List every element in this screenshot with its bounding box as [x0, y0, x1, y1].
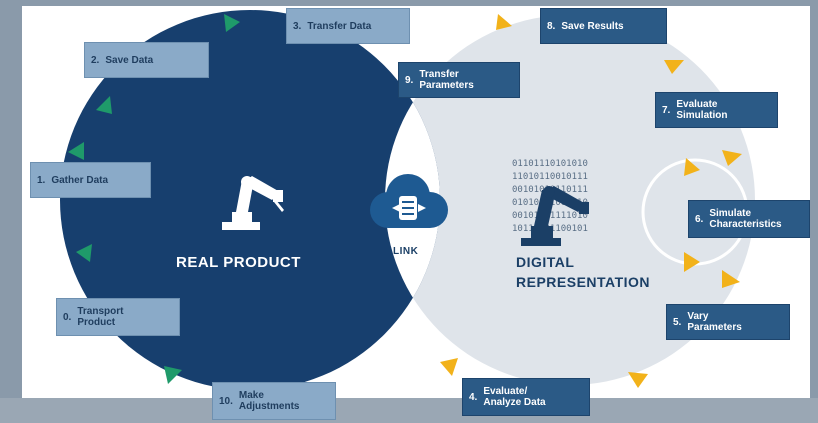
digital-arrow-icon	[440, 358, 458, 376]
digital-arrow-icon	[684, 252, 700, 272]
step-number: 7.	[662, 104, 671, 116]
step-label: Transfer Parameters	[419, 69, 474, 91]
step-8-save-results: 8. Save Results	[540, 8, 667, 44]
digital-arrow-icon	[684, 158, 700, 176]
digital-arrow-icon	[628, 372, 648, 388]
step-label: Transfer Data	[307, 20, 372, 32]
step-1-gather-data: 1. Gather Data	[30, 162, 151, 198]
real-arrow-icon	[164, 366, 182, 384]
step-3-transfer-data: 3. Transfer Data	[286, 8, 410, 44]
step-number: 3.	[293, 20, 302, 32]
real-arrow-icon	[76, 244, 92, 262]
binary-line: 11010110010111	[512, 172, 588, 182]
step-label: Save Results	[561, 20, 624, 32]
step-number: 4.	[469, 391, 478, 403]
step-9-transfer-parameters: 9. Transfer Parameters	[398, 62, 520, 98]
digital-robot-arm-icon	[521, 186, 589, 246]
digital-arrow-icon	[664, 60, 684, 74]
binary-line: 01101110101010	[512, 159, 588, 169]
step-number: 0.	[63, 311, 72, 323]
real-arrow-icon	[68, 142, 84, 160]
step-label: Make Adjustments	[238, 390, 300, 412]
step-4-evaluate-analyze-data: 4. Evaluate/ Analyze Data	[462, 378, 590, 416]
digital-arrow-icon	[496, 14, 512, 30]
step-7-evaluate-simulation: 7. Evaluate Simulation	[655, 92, 778, 128]
step-0-transport-product: 0. Transport Product	[56, 298, 180, 336]
digital-label-line1: DIGITAL	[516, 254, 575, 270]
step-5-vary-parameters: 5. Vary Parameters	[666, 304, 790, 340]
digital-arrow-icon	[722, 270, 740, 288]
cloud-link-icon	[370, 174, 448, 228]
step-number: 8.	[547, 20, 556, 32]
real-arrow-icon	[96, 96, 112, 114]
step-2-save-data: 2. Save Data	[84, 42, 209, 78]
step-label: Gather Data	[51, 174, 109, 186]
step-label: Vary Parameters	[687, 311, 742, 333]
step-label: Evaluate Simulation	[676, 99, 728, 121]
link-label: LINK	[393, 246, 419, 257]
step-number: 2.	[91, 54, 100, 66]
step-10-make-adjustments: 10. Make Adjustments	[212, 382, 336, 420]
step-number: 9.	[405, 74, 414, 86]
robot-arm-icon	[222, 176, 284, 230]
step-number: 1.	[37, 174, 46, 186]
real-arrow-icon	[224, 14, 240, 32]
step-label: Transport Product	[77, 306, 124, 328]
digital-label-line2: REPRESENTATION	[516, 274, 651, 290]
step-label: Save Data	[105, 54, 154, 66]
digital-arrow-icon	[722, 150, 742, 166]
bottom-band	[0, 398, 818, 423]
step-label: Simulate Characteristics	[709, 208, 782, 230]
step-number: 10.	[219, 395, 233, 407]
step-number: 6.	[695, 213, 704, 225]
real-product-label: REAL PRODUCT	[176, 254, 301, 271]
step-6-simulate-characteristics: 6. Simulate Characteristics	[688, 200, 810, 238]
step-label: Evaluate/ Analyze Data	[483, 386, 546, 408]
step-number: 5.	[673, 316, 682, 328]
